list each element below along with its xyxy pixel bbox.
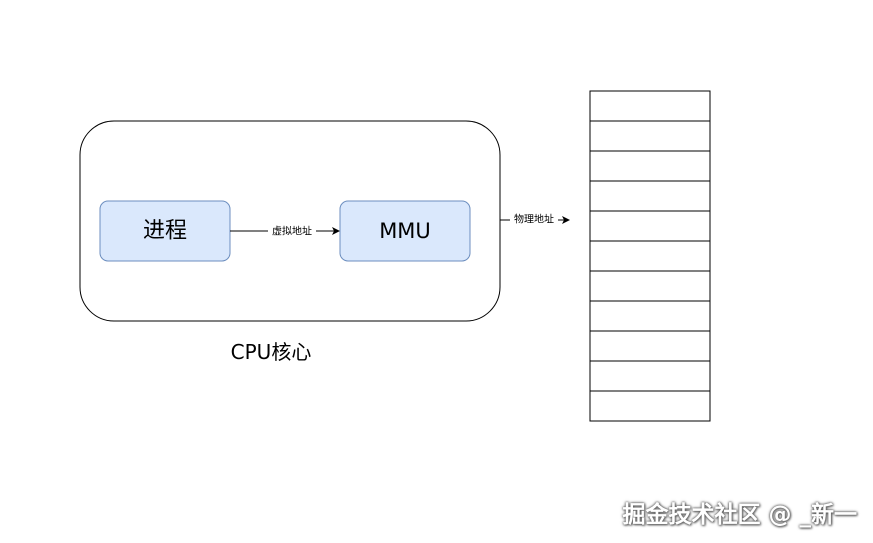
virtual-address-label: 虚拟地址 [272,225,312,238]
virtual-address-label-bg [268,224,316,239]
memory-cell [589,330,711,362]
edge-cpu-to-memory: 物理地址 [500,213,570,228]
cpu-core-container [79,120,501,322]
memory-cell [589,240,711,272]
process-label: 进程 [143,219,187,244]
mmu-box [339,200,471,262]
physical-address-label-bg [510,213,558,228]
mmu-node: MMU [339,200,471,262]
process-node: 进程 [99,200,231,262]
memory-cell [589,120,711,152]
memory-cell [589,150,711,182]
memory-cell [589,180,711,212]
memory-cell [589,210,711,242]
edge-process-to-mmu: 虚拟地址 [230,224,340,239]
physical-address-label: 物理地址 [514,213,554,226]
memory-cell [589,270,711,302]
mmu-label: MMU [379,219,431,243]
memory-stack [589,90,711,422]
watermark: 掘金技术社区 @ _新一 [622,502,857,528]
memory-cell [589,90,711,122]
memory-cell [589,390,711,422]
cpu-core-label: CPU核心 [231,340,312,364]
memory-cell [589,360,711,392]
memory-cell [589,300,711,332]
